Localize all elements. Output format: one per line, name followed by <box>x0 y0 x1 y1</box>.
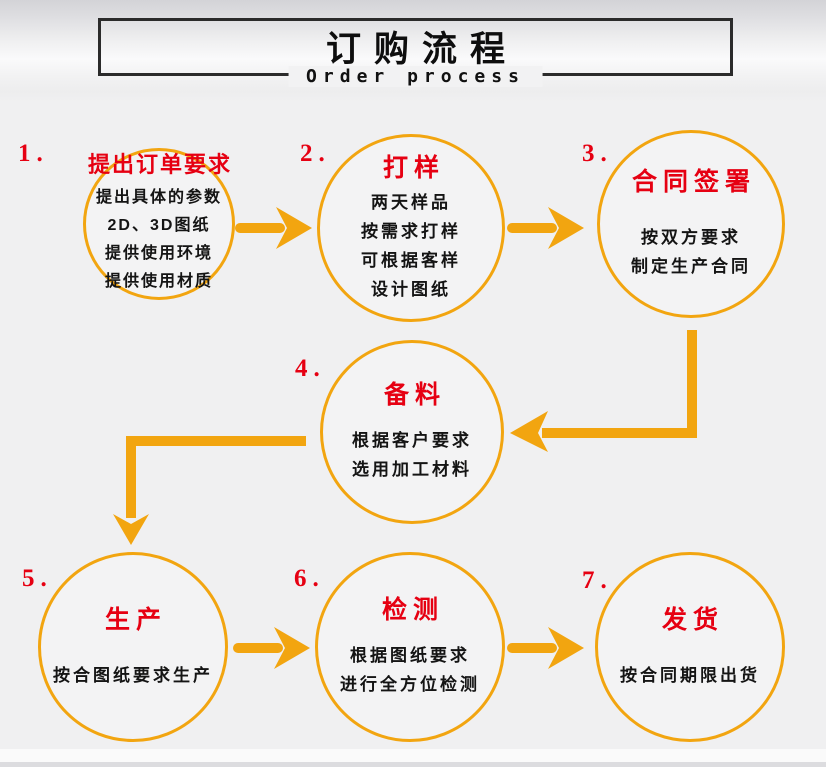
step-detail-line: 可根据客样 <box>361 250 461 270</box>
arrow-right-icon <box>232 626 310 670</box>
step-title: 生产 <box>104 605 167 634</box>
arrow-right-icon <box>506 206 584 250</box>
step-detail-line: 按合图纸要求生产 <box>53 665 213 685</box>
step-title: 合同签署 <box>631 168 756 196</box>
step-detail-line: 选用加工材料 <box>352 460 472 479</box>
step-circle-contract-signing: 合同签署 按双方要求 制定生产合同 <box>597 130 785 318</box>
step-circle-shipping: 发货 按合同期限出货 <box>595 552 785 742</box>
step-circle-sampling: 打样 两天样品 按需求打样 可根据客样 设计图纸 <box>317 134 505 322</box>
step-number-3: 3. <box>582 140 613 167</box>
page-title: 订购流程 <box>325 29 518 69</box>
step-number-6: 6. <box>294 565 325 592</box>
step-title: 检测 <box>381 596 444 624</box>
bottom-divider-strip <box>0 749 826 762</box>
step-detail-line: 两天样品 <box>371 192 451 212</box>
step-circle-inspection: 检测 根据图纸要求 进行全方位检测 <box>315 552 505 742</box>
step-circle-production: 生产 按合图纸要求生产 <box>38 552 228 742</box>
step-detail-line: 根据图纸要求 <box>350 646 470 665</box>
step-number-1: 1. <box>18 140 49 167</box>
step-detail-line: 提供使用环境 <box>104 244 213 262</box>
arrow-elbow-down-left-icon <box>500 330 705 452</box>
header-box: 订购流程 Order process <box>98 18 733 87</box>
step-detail-line: 按双方要求 <box>641 228 741 247</box>
step-detail-line: 提供使用材质 <box>104 272 213 290</box>
page-subtitle-en: Order process <box>288 66 543 87</box>
step-detail-line: 进行全方位检测 <box>340 675 480 694</box>
step-detail-line: 制定生产合同 <box>631 257 751 276</box>
bottom-divider-line <box>0 762 826 767</box>
arrow-right-icon <box>234 206 312 250</box>
step-number-4: 4. <box>295 355 326 382</box>
step-detail-line: 按需求打样 <box>361 221 461 241</box>
step-detail-line: 提出具体的参数 <box>95 188 222 206</box>
step-title: 备料 <box>383 381 446 409</box>
step-title: 提出订单要求 <box>88 152 233 178</box>
step-detail-line: 设计图纸 <box>371 279 451 299</box>
step-circle-material-preparation: 备料 根据客户要求 选用加工材料 <box>320 340 504 524</box>
step-detail-line: 根据客户要求 <box>352 431 472 450</box>
step-detail-line: 2D、3D图纸 <box>107 216 211 234</box>
step-title: 打样 <box>382 153 445 182</box>
arrow-elbow-left-down-icon <box>108 432 308 550</box>
step-number-2: 2. <box>300 140 331 167</box>
step-title: 发货 <box>661 605 724 634</box>
step-number-5: 5. <box>22 565 53 592</box>
step-detail-line: 按合同期限出货 <box>620 665 760 685</box>
step-number-7: 7. <box>582 567 613 594</box>
arrow-right-icon <box>506 626 584 670</box>
step-circle-order-requirements: 提出订单要求 提出具体的参数 2D、3D图纸 提供使用环境 提供使用材质 <box>83 148 235 300</box>
